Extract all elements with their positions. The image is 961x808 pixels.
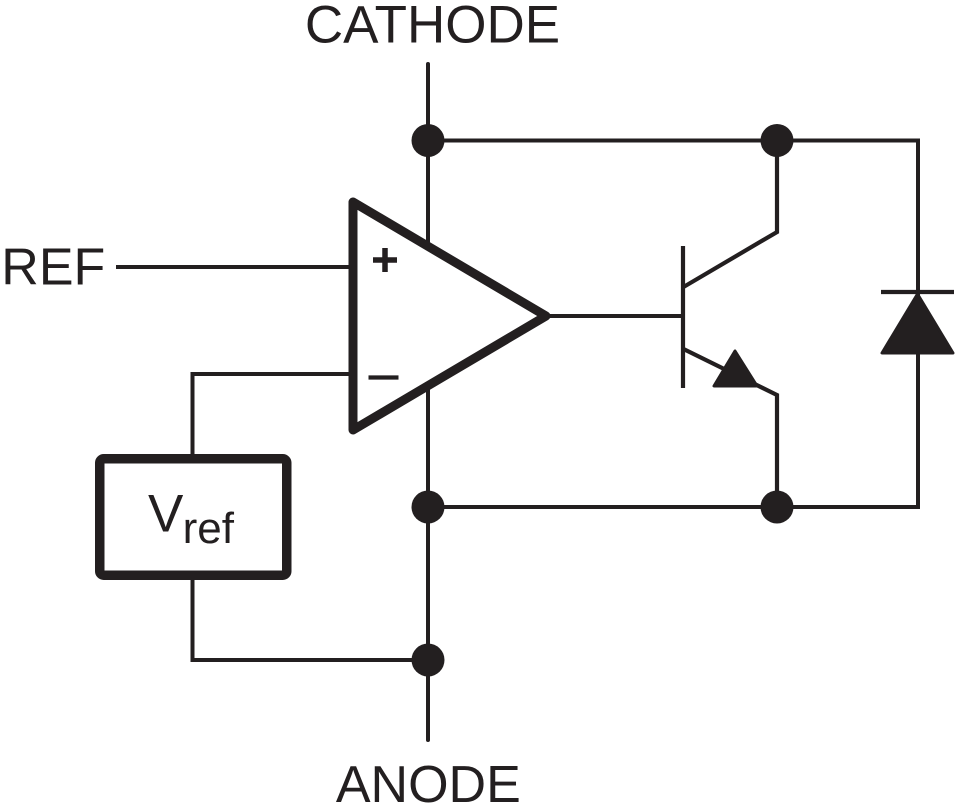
svg-text:ref: ref bbox=[183, 504, 235, 553]
svg-text:V: V bbox=[148, 485, 184, 544]
svg-text:CATHODE: CATHODE bbox=[305, 0, 560, 54]
svg-text:ANODE: ANODE bbox=[336, 756, 521, 808]
svg-text:REF: REF bbox=[1, 238, 105, 296]
